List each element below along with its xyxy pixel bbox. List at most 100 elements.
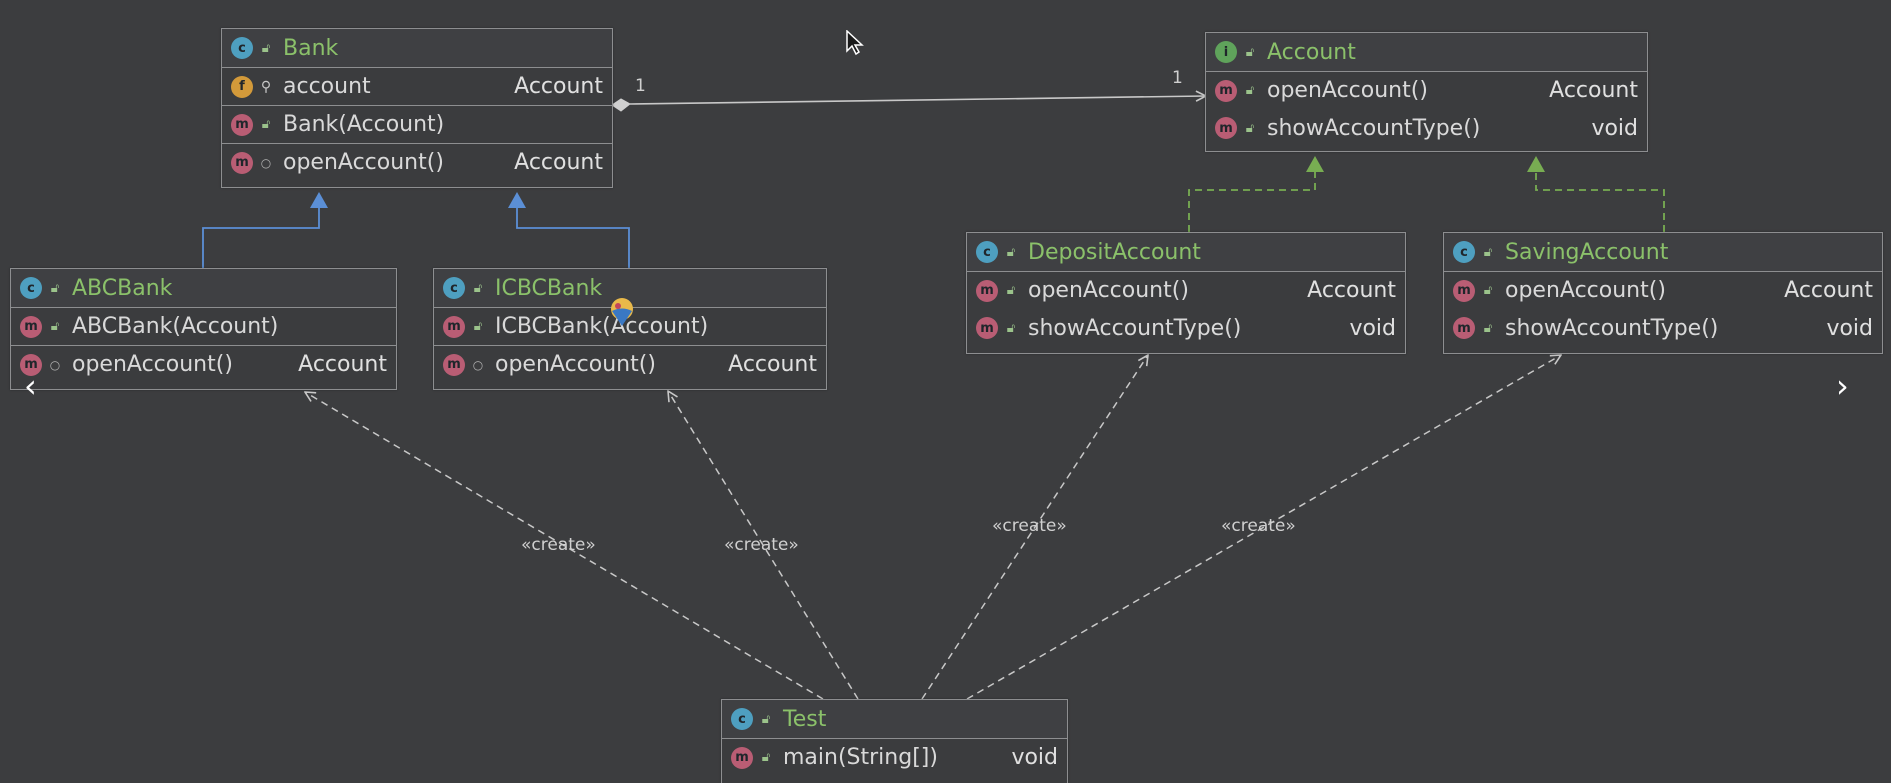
interface-box-account[interactable]: i 🔓︎ Account m 🔓︎ openAccount() Account … xyxy=(1205,32,1648,152)
class-box-savingaccount[interactable]: c 🔓︎ SavingAccount m 🔓︎ openAccount() Ac… xyxy=(1443,232,1883,354)
interface-name: Account xyxy=(1267,39,1356,65)
class-box-depositaccount[interactable]: c 🔓︎ DepositAccount m 🔓︎ openAccount() A… xyxy=(966,232,1406,354)
class-box-test[interactable]: c 🔓︎ Test m 🔓︎ main(String[]) void xyxy=(721,699,1068,783)
method-name: openAccount() xyxy=(72,352,233,377)
public-visibility-icon: 🔓︎ xyxy=(1245,83,1255,98)
class-box-bank[interactable]: c 🔓︎ Bank f ⚲ account Account m 🔓︎ Bank(… xyxy=(221,28,613,188)
public-visibility-icon: 🔓︎ xyxy=(761,750,771,765)
method-name: main(String[]) xyxy=(783,745,938,770)
inheritance-arrowhead-abcbank xyxy=(310,192,328,208)
dependency-test-savingaccount[interactable] xyxy=(966,355,1561,700)
method-return-type: Account xyxy=(298,352,387,377)
method-icon: m xyxy=(976,279,998,302)
realization-depositaccount-account[interactable] xyxy=(1188,172,1316,232)
class-header[interactable]: c 🔓︎ DepositAccount xyxy=(967,233,1405,271)
method-return-type: void xyxy=(1826,315,1873,341)
method-return-type: Account xyxy=(514,150,603,175)
method-icon: m xyxy=(1215,79,1237,102)
class-name: DepositAccount xyxy=(1028,239,1201,265)
method-row[interactable]: m 🔓︎ main(String[]) void xyxy=(722,738,1067,776)
inheritance-icbcbank-bank[interactable] xyxy=(516,208,630,268)
dependency-test-depositaccount[interactable] xyxy=(921,355,1148,700)
field-icon: f xyxy=(231,75,253,98)
realization-savingaccount-account[interactable] xyxy=(1535,172,1665,232)
next-arrow-icon[interactable]: › xyxy=(1836,367,1849,405)
prev-arrow-icon[interactable]: ‹ xyxy=(24,367,37,405)
class-icon: c xyxy=(443,277,465,299)
method-row[interactable]: m 🔓︎ openAccount() Account xyxy=(1206,71,1647,109)
inheritance-arrowhead-icbcbank xyxy=(508,192,526,208)
create-label-icbcbank: «create» xyxy=(724,535,799,555)
class-header[interactable]: i 🔓︎ Account xyxy=(1206,33,1647,71)
constructor-row[interactable]: m 🔓︎ ICBCBank(Account) xyxy=(434,307,826,345)
class-icon: c xyxy=(731,708,753,730)
inheritance-abcbank-bank[interactable] xyxy=(202,208,320,268)
composition-diamond xyxy=(611,98,631,112)
method-name: showAccountType() xyxy=(1267,115,1481,141)
method-row[interactable]: m 🔓︎ openAccount() Account xyxy=(1444,271,1882,309)
method-icon: m xyxy=(731,746,753,769)
method-name: openAccount() xyxy=(1267,78,1428,103)
field-type: Account xyxy=(514,74,603,99)
class-header[interactable]: c 🔓︎ ICBCBank xyxy=(434,269,826,307)
mouse-cursor-icon xyxy=(846,30,864,56)
class-name: ABCBank xyxy=(72,275,173,301)
class-icon: c xyxy=(20,277,42,299)
method-row[interactable]: m 🔓︎ showAccountType() void xyxy=(1206,109,1647,147)
method-return-type: void xyxy=(1349,315,1396,341)
class-header[interactable]: c 🔓︎ Test xyxy=(722,700,1067,738)
class-header[interactable]: c 🔓︎ SavingAccount xyxy=(1444,233,1882,271)
method-row[interactable]: m ○ openAccount() Account xyxy=(434,345,826,383)
constructor-name: ABCBank(Account) xyxy=(72,314,279,339)
constructor-row[interactable]: m 🔓︎ Bank(Account) xyxy=(222,105,612,143)
public-visibility-icon: 🔓︎ xyxy=(473,280,483,296)
constructor-row[interactable]: m 🔓︎ ABCBank(Account) xyxy=(11,307,396,345)
class-box-icbcbank[interactable]: c 🔓︎ ICBCBank m 🔓︎ ICBCBank(Account) m ○… xyxy=(433,268,827,390)
method-name: openAccount() xyxy=(1505,278,1666,303)
dependency-test-abcbank[interactable] xyxy=(305,392,824,700)
method-name: showAccountType() xyxy=(1028,315,1242,341)
method-row[interactable]: m ○ openAccount() Account xyxy=(11,345,396,383)
public-visibility-icon: 🔓︎ xyxy=(1245,44,1255,60)
public-visibility-icon: 🔓︎ xyxy=(761,711,771,727)
multiplicity-label-source: 1 xyxy=(635,76,646,96)
dependency-test-icbcbank[interactable] xyxy=(668,391,859,700)
association-bank-account[interactable] xyxy=(629,96,1206,105)
package-visibility-icon: ○ xyxy=(49,357,61,372)
class-box-abcbank[interactable]: c 🔓︎ ABCBank m 🔓︎ ABCBank(Account) m ○ o… xyxy=(10,268,397,390)
protected-visibility-icon: ⚲ xyxy=(260,78,272,95)
method-icon: m xyxy=(20,353,42,376)
public-visibility-icon: 🔓︎ xyxy=(1006,320,1016,336)
public-visibility-icon: 🔓︎ xyxy=(1483,283,1493,298)
hover-marker-icon xyxy=(611,298,633,326)
field-row[interactable]: f ⚲ account Account xyxy=(222,67,612,105)
package-visibility-icon: ○ xyxy=(472,357,484,372)
method-icon: m xyxy=(976,317,998,339)
create-label-abcbank: «create» xyxy=(521,535,596,555)
class-header[interactable]: c 🔓︎ ABCBank xyxy=(11,269,396,307)
method-name: openAccount() xyxy=(1028,278,1189,303)
method-row[interactable]: m 🔓︎ showAccountType() void xyxy=(1444,309,1882,347)
method-row[interactable]: m 🔓︎ openAccount() Account xyxy=(967,271,1405,309)
method-return-type: Account xyxy=(1549,78,1638,103)
method-name: openAccount() xyxy=(283,150,444,175)
method-name: openAccount() xyxy=(495,352,656,377)
public-visibility-icon: 🔓︎ xyxy=(50,319,60,334)
method-icon: m xyxy=(443,315,465,338)
method-row[interactable]: m 🔓︎ showAccountType() void xyxy=(967,309,1405,347)
class-name: ICBCBank xyxy=(495,275,603,301)
class-icon: c xyxy=(231,37,253,59)
public-visibility-icon: 🔓︎ xyxy=(50,280,60,296)
class-header[interactable]: c 🔓︎ Bank xyxy=(222,29,612,67)
method-return-type: Account xyxy=(1307,278,1396,303)
method-icon: m xyxy=(231,151,253,174)
realization-arrowhead-deposit xyxy=(1306,156,1324,172)
method-icon: m xyxy=(20,315,42,338)
class-name: Bank xyxy=(283,35,339,61)
method-row[interactable]: m ○ openAccount() Account xyxy=(222,143,612,181)
method-return-type: Account xyxy=(728,352,817,377)
method-icon: m xyxy=(1215,117,1237,139)
class-icon: c xyxy=(976,241,998,263)
field-name: account xyxy=(283,74,371,99)
